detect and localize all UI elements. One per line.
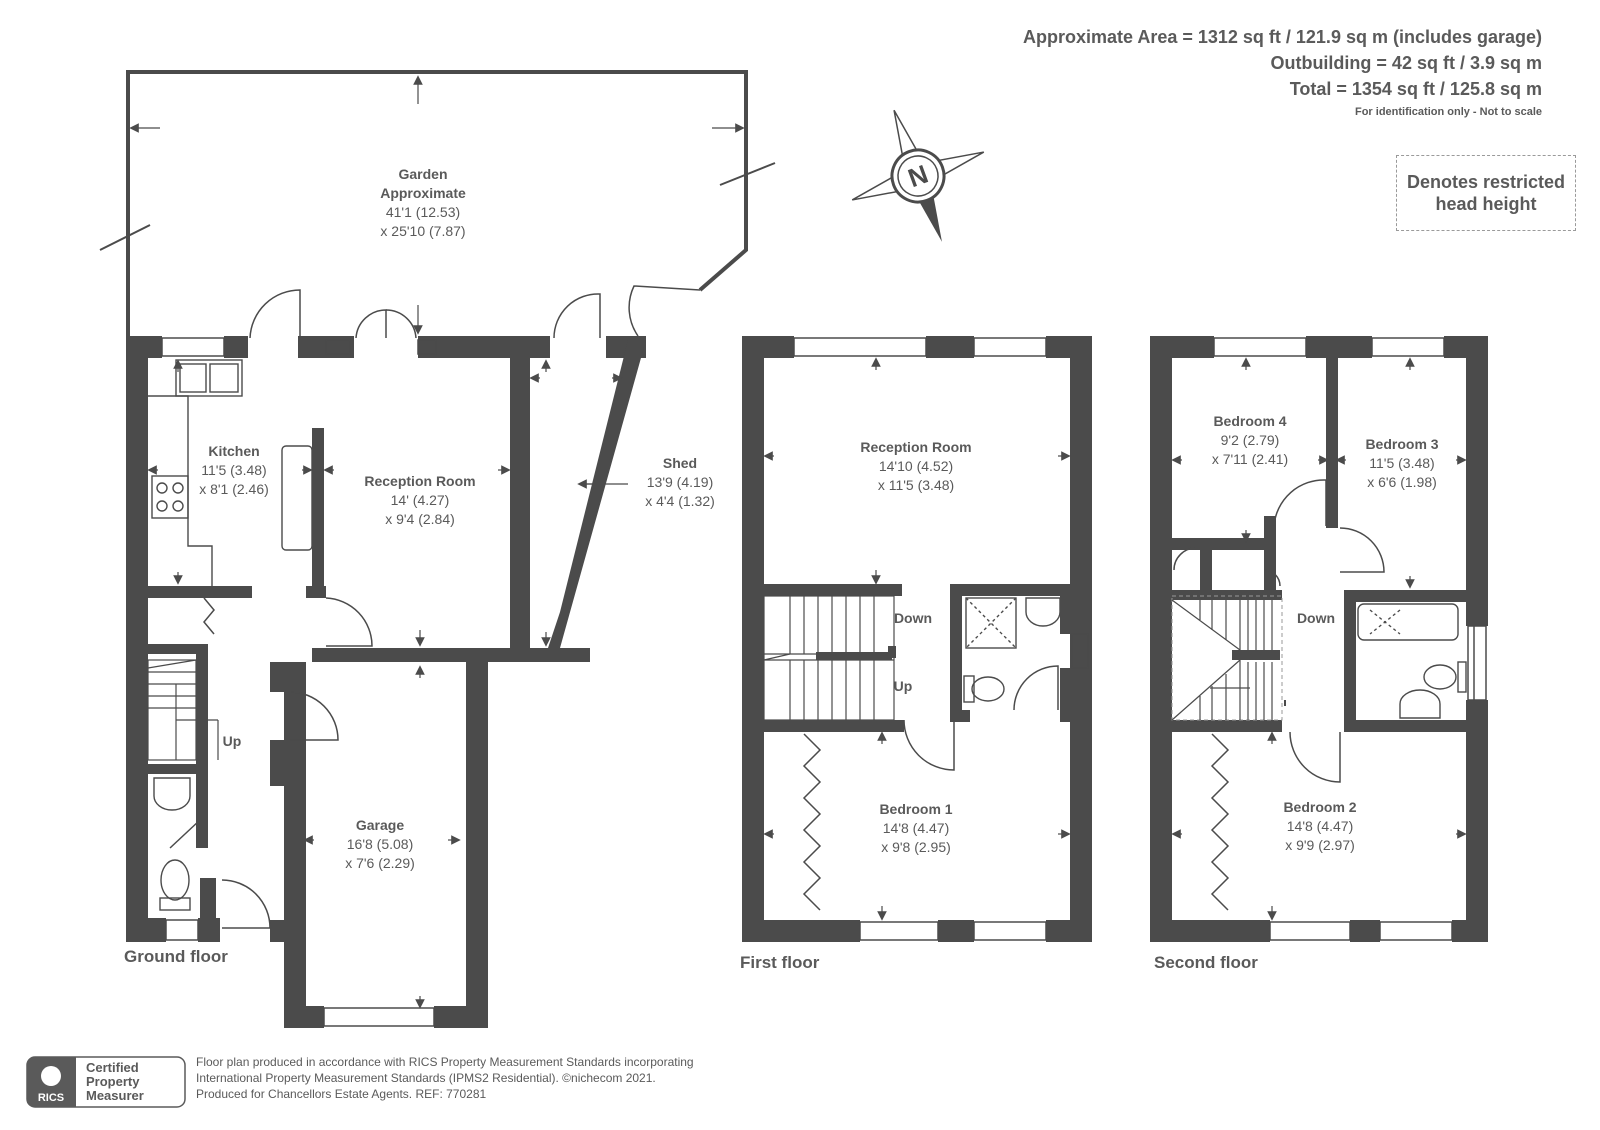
ground-stairs <box>147 659 219 761</box>
ground-reception-dim-2: x 9'4 (2.84) <box>385 511 455 527</box>
first-floor-title: First floor <box>740 953 820 972</box>
second-floor-stairs <box>1171 599 1273 721</box>
footer-notes: Floor plan produced in accordance with R… <box>196 1054 694 1102</box>
area-summary: Approximate Area = 1312 sq ft / 121.9 sq… <box>1023 24 1542 122</box>
bedroom-1-dim-2: x 9'8 (2.95) <box>881 839 951 855</box>
first-floor: Reception Room 14'10 (4.52) x 11'5 (3.48… <box>740 336 1092 972</box>
bedroom-4-name: Bedroom 4 <box>1213 413 1286 429</box>
bedroom-1-name: Bedroom 1 <box>879 801 952 817</box>
second-floor-title: Second floor <box>1154 953 1258 972</box>
ground-floor-walls <box>126 336 646 1028</box>
garage-dim-1: 16'8 (5.08) <box>347 836 414 852</box>
outbuilding-area: Outbuilding = 42 sq ft / 3.9 sq m <box>1270 53 1542 73</box>
first-reception-dim-1: 14'10 (4.52) <box>879 458 953 474</box>
ground-stairs-up-label: Up <box>223 733 242 749</box>
garden-qualifier: Approximate <box>380 185 466 201</box>
ground-wc-fittings <box>153 777 191 911</box>
footer-line-3: Produced for Chancellors Estate Agents. … <box>196 1087 487 1101</box>
first-doors <box>802 665 1059 911</box>
garage-dim-2: x 7'6 (2.29) <box>345 855 415 871</box>
garden-dim-2: x 25'10 (7.87) <box>380 223 465 239</box>
first-floor-stairs <box>763 595 895 721</box>
bedroom-4-dim-1: 9'2 (2.79) <box>1221 432 1280 448</box>
kitchen-fittings <box>148 359 313 586</box>
footer-line-1: Floor plan produced in accordance with R… <box>196 1055 694 1069</box>
bedroom-2-dim-2: x 9'9 (2.97) <box>1285 837 1355 853</box>
ground-reception-name: Reception Room <box>364 473 475 489</box>
second-windows <box>1213 337 1487 941</box>
second-stairs-rail <box>1232 650 1280 660</box>
legend-line-2: head height <box>1435 194 1537 214</box>
bedroom-2-name: Bedroom 2 <box>1283 799 1356 815</box>
total-area: Total = 1354 sq ft / 125.8 sq m <box>1289 79 1542 99</box>
garden-name: Garden <box>398 166 447 182</box>
badge-line-2: Property <box>86 1074 140 1089</box>
first-stairs-up-label: Up <box>894 678 913 694</box>
ground-floor-title: Ground floor <box>124 947 228 966</box>
garden-outline <box>99 70 776 338</box>
second-bathroom-fittings <box>1357 603 1467 719</box>
ground-windows <box>161 337 437 1027</box>
first-reception-dim-2: x 11'5 (3.48) <box>878 477 954 493</box>
second-floor-walls <box>1150 336 1488 942</box>
garden-arrows <box>129 75 745 335</box>
bedroom-3-dim-2: x 6'6 (1.98) <box>1367 474 1437 490</box>
ground-floor: Garden Approximate 41'1 (12.53) x 25'10 … <box>99 70 776 1028</box>
ground-dimension-arrows <box>147 359 628 1009</box>
badge-line-1: Certified <box>86 1060 139 1075</box>
shed-dim-2: x 4'4 (1.32) <box>645 493 715 509</box>
second-dimension-arrows <box>1171 357 1467 921</box>
bedroom-3-name: Bedroom 3 <box>1365 436 1438 452</box>
first-reception-name: Reception Room <box>860 439 971 455</box>
garage-name: Garage <box>356 817 404 833</box>
first-bathroom-fittings <box>963 597 1061 703</box>
bedroom-3-dim-1: 11'5 (3.48) <box>1369 455 1434 471</box>
second-doors <box>1173 479 1385 911</box>
rics-org: RICS <box>38 1092 64 1104</box>
kitchen-dim-1: 11'5 (3.48) <box>201 462 266 478</box>
first-windows <box>793 337 1089 941</box>
north-compass: N <box>851 109 985 242</box>
shed-dim-1: 13'9 (4.19) <box>647 474 714 490</box>
bedroom-1-dim-1: 14'8 (4.47) <box>883 820 950 836</box>
restricted-height-legend: Denotes restricted head height <box>1396 155 1576 231</box>
kitchen-dim-2: x 8'1 (2.46) <box>199 481 269 497</box>
rics-lion-icon <box>41 1066 61 1086</box>
legend-line-1: Denotes restricted <box>1406 172 1566 192</box>
first-dimension-arrows <box>763 357 1071 921</box>
first-floor-walls <box>742 336 1092 942</box>
ground-doors <box>169 285 701 929</box>
footer-line-2: International Property Measurement Stand… <box>196 1071 656 1085</box>
first-stairs-down-label: Down <box>894 610 932 626</box>
first-stairs-rail <box>816 652 892 660</box>
badge-line-3: Measurer <box>86 1088 144 1103</box>
scale-note: For identification only - Not to scale <box>1354 106 1542 118</box>
bedroom-2-dim-1: 14'8 (4.47) <box>1287 818 1354 834</box>
kitchen-name: Kitchen <box>208 443 259 459</box>
approximate-area: Approximate Area = 1312 sq ft / 121.9 sq… <box>1022 27 1542 47</box>
restricted-height-area <box>1171 595 1283 721</box>
rics-certified-badge: RICS Certified Property Measurer <box>26 1056 186 1108</box>
garden-dim-1: 41'1 (12.53) <box>386 204 460 220</box>
second-stairs-down-label: Down <box>1297 610 1335 626</box>
second-floor: Bedroom 4 9'2 (2.79) x 7'11 (2.41) Bedro… <box>1150 336 1488 972</box>
shed-name: Shed <box>663 455 697 471</box>
bedroom-4-dim-2: x 7'11 (2.41) <box>1212 451 1288 467</box>
ground-reception-dim-1: 14' (4.27) <box>391 492 450 508</box>
